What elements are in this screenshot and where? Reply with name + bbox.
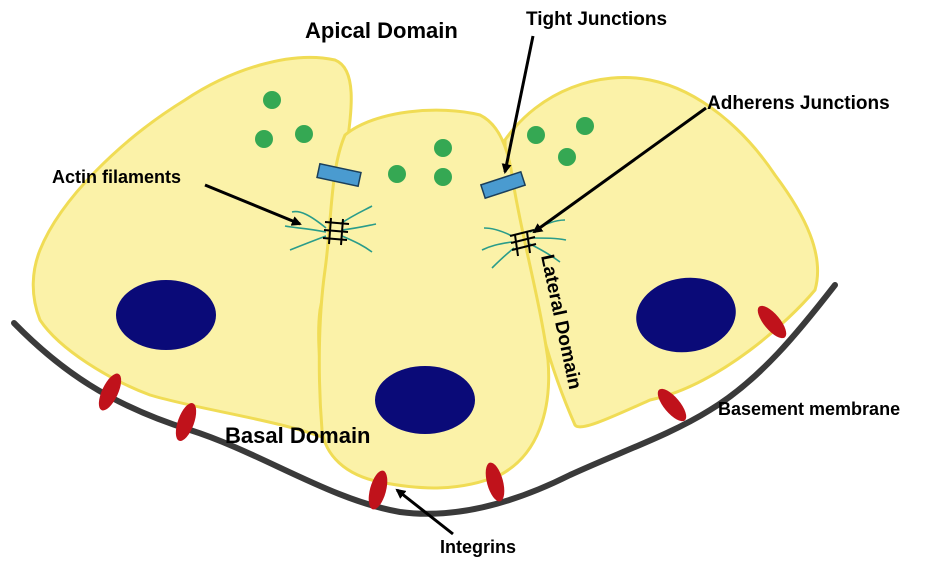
granule [434,168,452,186]
granule [558,148,576,166]
granule [295,125,313,143]
label-integrins: Integrins [440,537,516,557]
nucleus-middle [375,366,475,434]
right-cell [505,78,818,427]
nucleus-left [116,280,216,350]
granule [255,130,273,148]
label-basement-membrane: Basement membrane [718,399,900,419]
granule [263,91,281,109]
label-actin-filaments: Actin filaments [52,167,181,187]
label-apical-domain: Apical Domain [305,18,458,43]
label-tight-junctions: Tight Junctions [526,9,667,30]
granule [434,139,452,157]
label-basal-domain: Basal Domain [225,423,371,448]
granule [388,165,406,183]
granule [576,117,594,135]
label-adherens-junctions: Adherens Junctions [707,93,890,114]
granule [527,126,545,144]
